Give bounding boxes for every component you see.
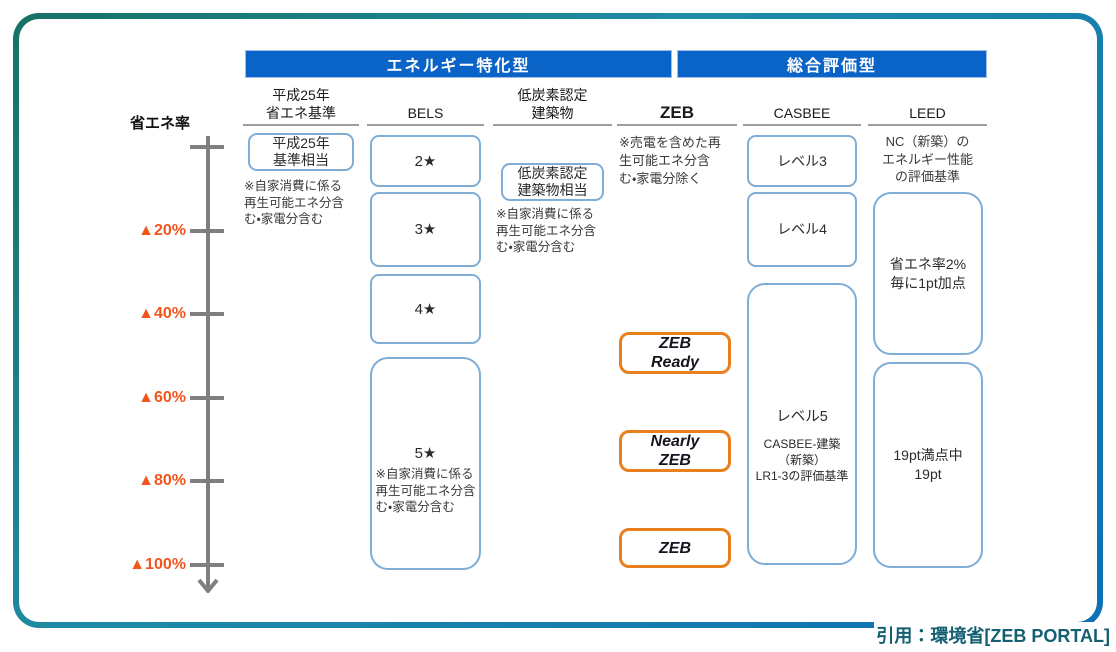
box-low-carbon-equivalent: 低炭素認定 建築物相当 (501, 163, 604, 201)
column-leed: LEED NC（新築）の エネルギー性能 の評価基準 省エネ率2% 毎に1pt加… (868, 0, 987, 652)
axis-label-80: ▲80% (138, 472, 186, 489)
column-rule-heisei25 (243, 124, 359, 126)
axis-tick-60 (190, 396, 224, 400)
column-rule-casbee (743, 124, 861, 126)
column-header-bels: BELS (407, 105, 444, 121)
axis-label-20: ▲20% (138, 222, 186, 239)
note-leed: NC（新築）の エネルギー性能 の評価基準 (881, 134, 973, 184)
box-leed-points: 省エネ率2% 毎に1pt加点 (873, 192, 983, 355)
axis-label-40: ▲40% (138, 305, 186, 322)
note-bels-5star: ※自家消費に係る 再生可能エネ分含 む・家電分含む (375, 467, 476, 514)
group-header-comprehensive-label: 総合評価型 (786, 58, 877, 75)
box-bels-5star: 5★ ※自家消費に係る 再生可能エネ分含 む・家電分含む (370, 357, 481, 570)
group-header-comprehensive: 総合評価型 (677, 50, 987, 78)
axis-tick-100 (190, 563, 224, 567)
note-casbee-level5: CASBEE-建築 （新築） LR1-3の評価基準 (755, 436, 849, 483)
axis-tick-0 (190, 145, 224, 149)
column-rule-low-carbon (493, 124, 612, 126)
box-bels-2star: 2★ (370, 135, 481, 187)
column-header-low-carbon: 低炭素認定 建築物 (517, 87, 588, 121)
note-zeb: ※売電を含めた再 生可能エネ分含 む・家電分除く (619, 135, 721, 186)
column-heisei25: 平成25年 省エネ基準 平成25年 基準相当 ※自家消費に係る 再生可能エネ分含… (243, 0, 359, 652)
axis-line (206, 136, 210, 588)
column-header-zeb: ZEB (660, 103, 694, 122)
box-zeb-ready: ZEB Ready (619, 332, 731, 374)
box-heisei25-equivalent: 平成25年 基準相当 (248, 133, 354, 171)
box-casbee-level3: レベル3 (747, 135, 857, 187)
column-casbee: CASBEE レベル3 レベル4 レベル5 CASBEE-建築 （新築） LR1… (743, 0, 861, 652)
group-header-energy-label: エネルギー特化型 (386, 58, 531, 75)
column-rule-bels (367, 124, 484, 126)
column-header-heisei25: 平成25年 省エネ基準 (266, 87, 336, 121)
axis-label-60: ▲60% (138, 389, 186, 406)
box-zeb: ZEB (619, 528, 731, 568)
column-rule-zeb (617, 124, 737, 126)
box-casbee-level4: レベル4 (747, 192, 857, 267)
box-bels-3star: 3★ (370, 192, 481, 267)
note-low-carbon: ※自家消費に係る 再生可能エネ分含 む・家電分含む (496, 207, 597, 254)
axis-tick-80 (190, 479, 224, 483)
column-header-casbee: CASBEE (773, 105, 831, 121)
box-casbee-level5-label: レベル5 (776, 408, 828, 425)
box-leed-max-points: 19pt満点中 19pt (873, 362, 983, 568)
column-header-leed: LEED (909, 105, 946, 121)
group-header-energy-specialized: エネルギー特化型 (245, 50, 672, 78)
column-rule-leed (868, 124, 987, 126)
box-bels-5star-label: 5★ (414, 445, 437, 462)
axis-tick-20 (190, 229, 224, 233)
column-zeb: ZEB ※売電を含めた再 生可能エネ分含 む・家電分除く ZEB Ready N… (617, 0, 737, 652)
box-nearly-zeb: Nearly ZEB (619, 430, 731, 472)
citation-source: 引用：環境省[ZEB PORTAL] (874, 622, 1112, 648)
axis-label-100: ▲100% (129, 556, 186, 573)
column-bels: BELS 2★ 3★ 4★ 5★ ※自家消費に係る 再生可能エネ分含 む・家電分… (367, 0, 484, 652)
axis-title: 省エネ率 (130, 115, 191, 132)
note-heisei25: ※自家消費に係る 再生可能エネ分含 む・家電分含む (244, 179, 345, 226)
box-casbee-level5: レベル5 CASBEE-建築 （新築） LR1-3の評価基準 (747, 283, 857, 565)
box-bels-4star: 4★ (370, 274, 481, 344)
column-low-carbon: 低炭素認定 建築物 低炭素認定 建築物相当 ※自家消費に係る 再生可能エネ分含 … (493, 0, 612, 652)
axis-arrow-down-icon (197, 578, 219, 598)
axis-tick-40 (190, 312, 224, 316)
